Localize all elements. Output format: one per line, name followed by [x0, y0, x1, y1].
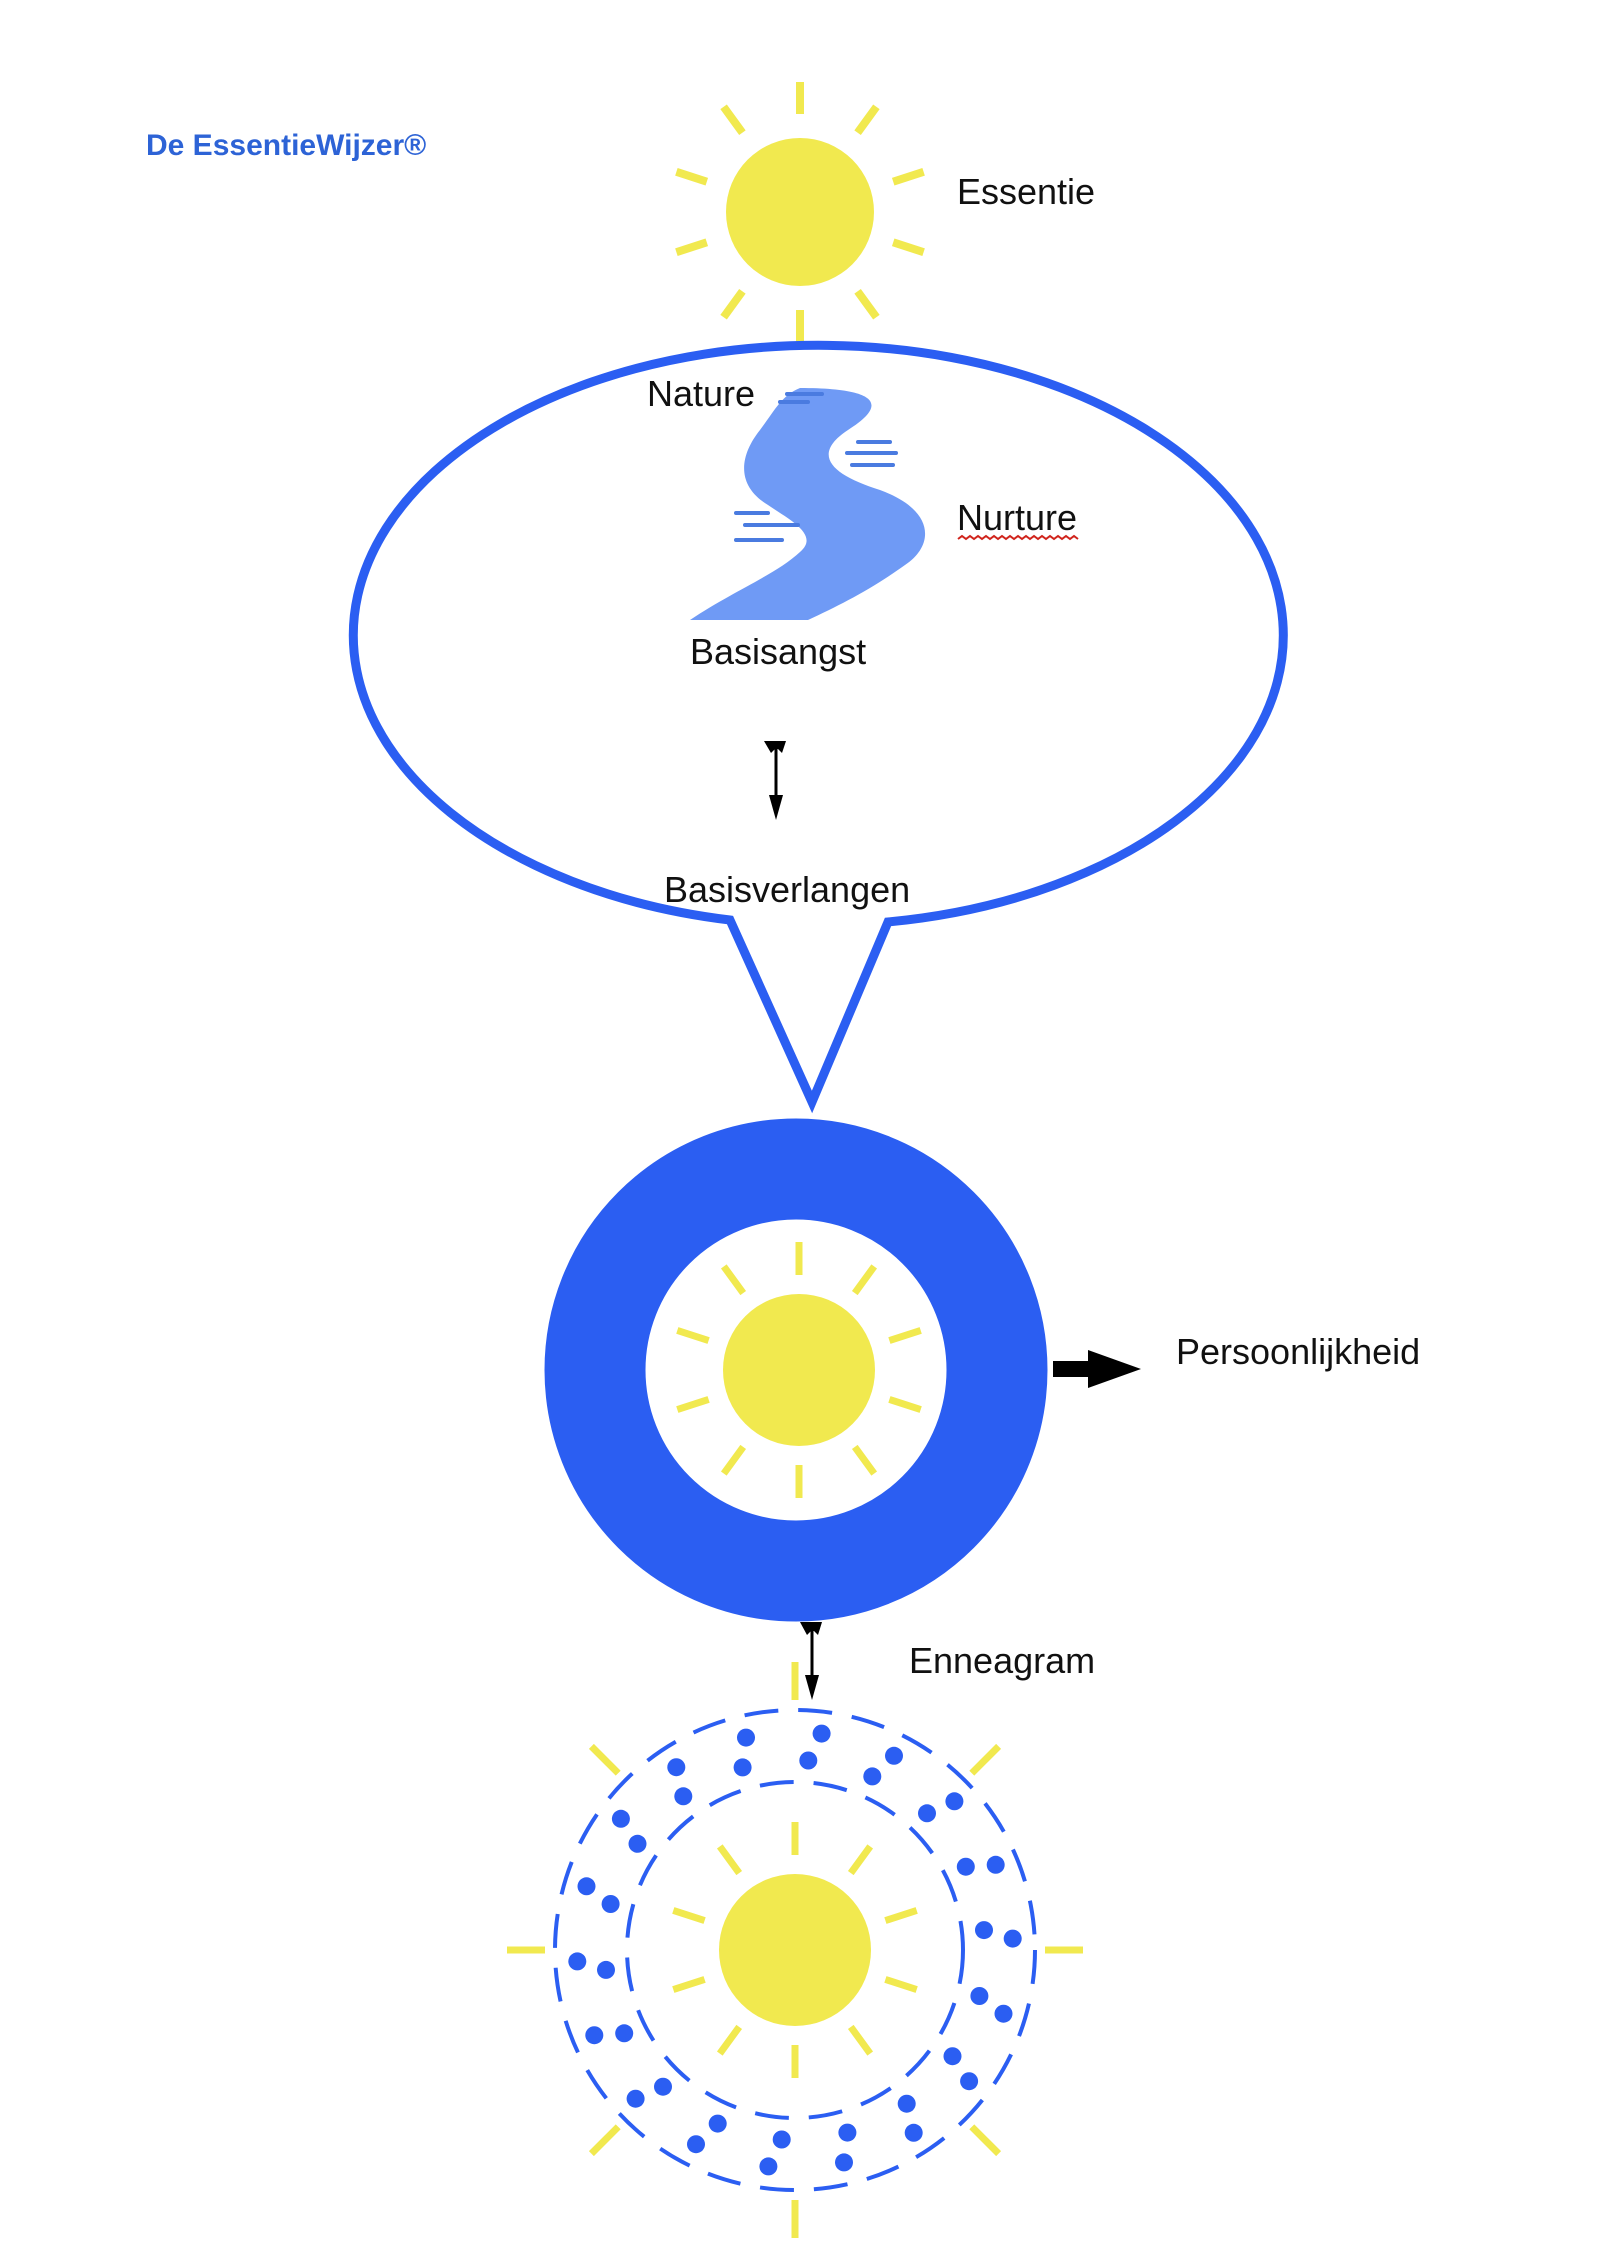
- enneagram-dot: [772, 2130, 791, 2149]
- enneagram-dot: [687, 2135, 705, 2154]
- enneagram-dot: [863, 1767, 882, 1786]
- inner-sun-icon: [676, 1242, 922, 1498]
- enneagram-dot: [943, 2047, 962, 2066]
- bottom-sun-icon: [672, 1822, 918, 2078]
- sun-ray: [672, 1976, 706, 1993]
- arrow-right-icon: [1053, 1350, 1141, 1388]
- sun-ray: [720, 288, 746, 320]
- label-enneagram: Enneagram: [909, 1640, 1095, 1681]
- spellcheck-underline: [957, 534, 1079, 541]
- inner-dashed-ring: [625, 1780, 965, 2120]
- enneagram-dot: [918, 1804, 936, 1823]
- enneagram-dot: [812, 1724, 831, 1743]
- sun-ray: [888, 1327, 922, 1344]
- outer-dashed-ring: [553, 1708, 1037, 2192]
- enneagram-icon: [507, 1662, 1083, 2238]
- sun-ray: [588, 1743, 621, 1776]
- enneagram-dot: [597, 1960, 615, 1979]
- sun-ray: [851, 1264, 878, 1296]
- enneagram-dot: [1003, 1929, 1022, 1948]
- sun-ray: [720, 1264, 747, 1296]
- enneagram-dot: [986, 1855, 1005, 1874]
- enneagram-dot: [654, 2077, 672, 2096]
- enneagram-dot: [667, 1758, 686, 1777]
- label-persoonlijkheid: Persoonlijkheid: [1176, 1331, 1420, 1372]
- label-basisangst: Basisangst: [690, 631, 866, 672]
- sun-ray: [675, 238, 709, 257]
- enneagram-dot: [897, 2094, 916, 2113]
- sun-ray: [720, 104, 746, 136]
- sun-ray: [720, 1444, 747, 1476]
- enneagram-dot: [759, 2157, 778, 2176]
- enneagram-dot: [626, 2089, 645, 2108]
- sun-ray: [888, 1396, 922, 1413]
- enneagram-dot: [674, 1787, 693, 1806]
- sun-ray: [588, 2124, 621, 2157]
- arrow-down-icon: [800, 1622, 822, 1700]
- enneagram-dot: [838, 2123, 857, 2142]
- speech-bubble: [348, 340, 1288, 1114]
- enneagram-dot: [628, 1834, 647, 1853]
- sun-ray: [891, 167, 925, 186]
- enneagram-dot: [615, 2024, 634, 2043]
- sun-ray: [854, 288, 880, 320]
- essence-sun-icon: [675, 82, 925, 342]
- sun-ray: [716, 2024, 743, 2056]
- enneagram-dot: [835, 2153, 853, 2172]
- enneagram-dot: [904, 2123, 923, 2142]
- enneagram-dot: [733, 1758, 752, 1777]
- enneagram-dots: [568, 1724, 1022, 2176]
- sun-ray: [854, 104, 880, 136]
- enneagram-dot: [975, 1921, 993, 1940]
- label-basisverlangen: Basisverlangen: [664, 869, 910, 910]
- label-nurture: Nurture: [957, 497, 1077, 538]
- brand-title: De EssentieWijzer®: [146, 129, 426, 162]
- river-icon: [690, 388, 926, 620]
- sun-ray: [847, 2024, 874, 2056]
- enneagram-dot: [994, 2004, 1013, 2023]
- sun-ray: [716, 1844, 743, 1876]
- enneagram-dot: [945, 1792, 964, 1811]
- enneagram-dot: [956, 1857, 975, 1876]
- enneagram-dot: [611, 1809, 630, 1828]
- sun-ray: [676, 1327, 710, 1344]
- sun-ray: [851, 1444, 878, 1476]
- sun-ray: [884, 1907, 918, 1924]
- enneagram-dot: [585, 2026, 604, 2045]
- sun-ray: [672, 1907, 706, 1924]
- enneagram-dot: [885, 1746, 903, 1765]
- arrow-down-icon: [764, 741, 786, 820]
- sun-ray: [969, 1743, 1002, 1776]
- sun-ray: [884, 1976, 918, 1993]
- enneagram-dot: [708, 2114, 727, 2133]
- label-essentie: Essentie: [957, 171, 1095, 212]
- label-nature: Nature: [647, 373, 755, 414]
- sun-ray: [847, 1844, 874, 1876]
- sun-ray: [675, 167, 709, 186]
- enneagram-dot: [568, 1952, 587, 1971]
- enneagram-dot: [737, 1728, 755, 1747]
- sun-ray: [969, 2124, 1002, 2157]
- enneagram-dot: [799, 1751, 818, 1770]
- enneagram-dot: [970, 1987, 989, 2005]
- outer-rays: [507, 1662, 1083, 2238]
- sun-ray: [891, 238, 925, 257]
- sun-ray: [676, 1396, 710, 1413]
- enneagram-dot: [960, 2072, 979, 2091]
- enneagram-dot: [577, 1877, 596, 1896]
- enneagram-dot: [601, 1895, 620, 1913]
